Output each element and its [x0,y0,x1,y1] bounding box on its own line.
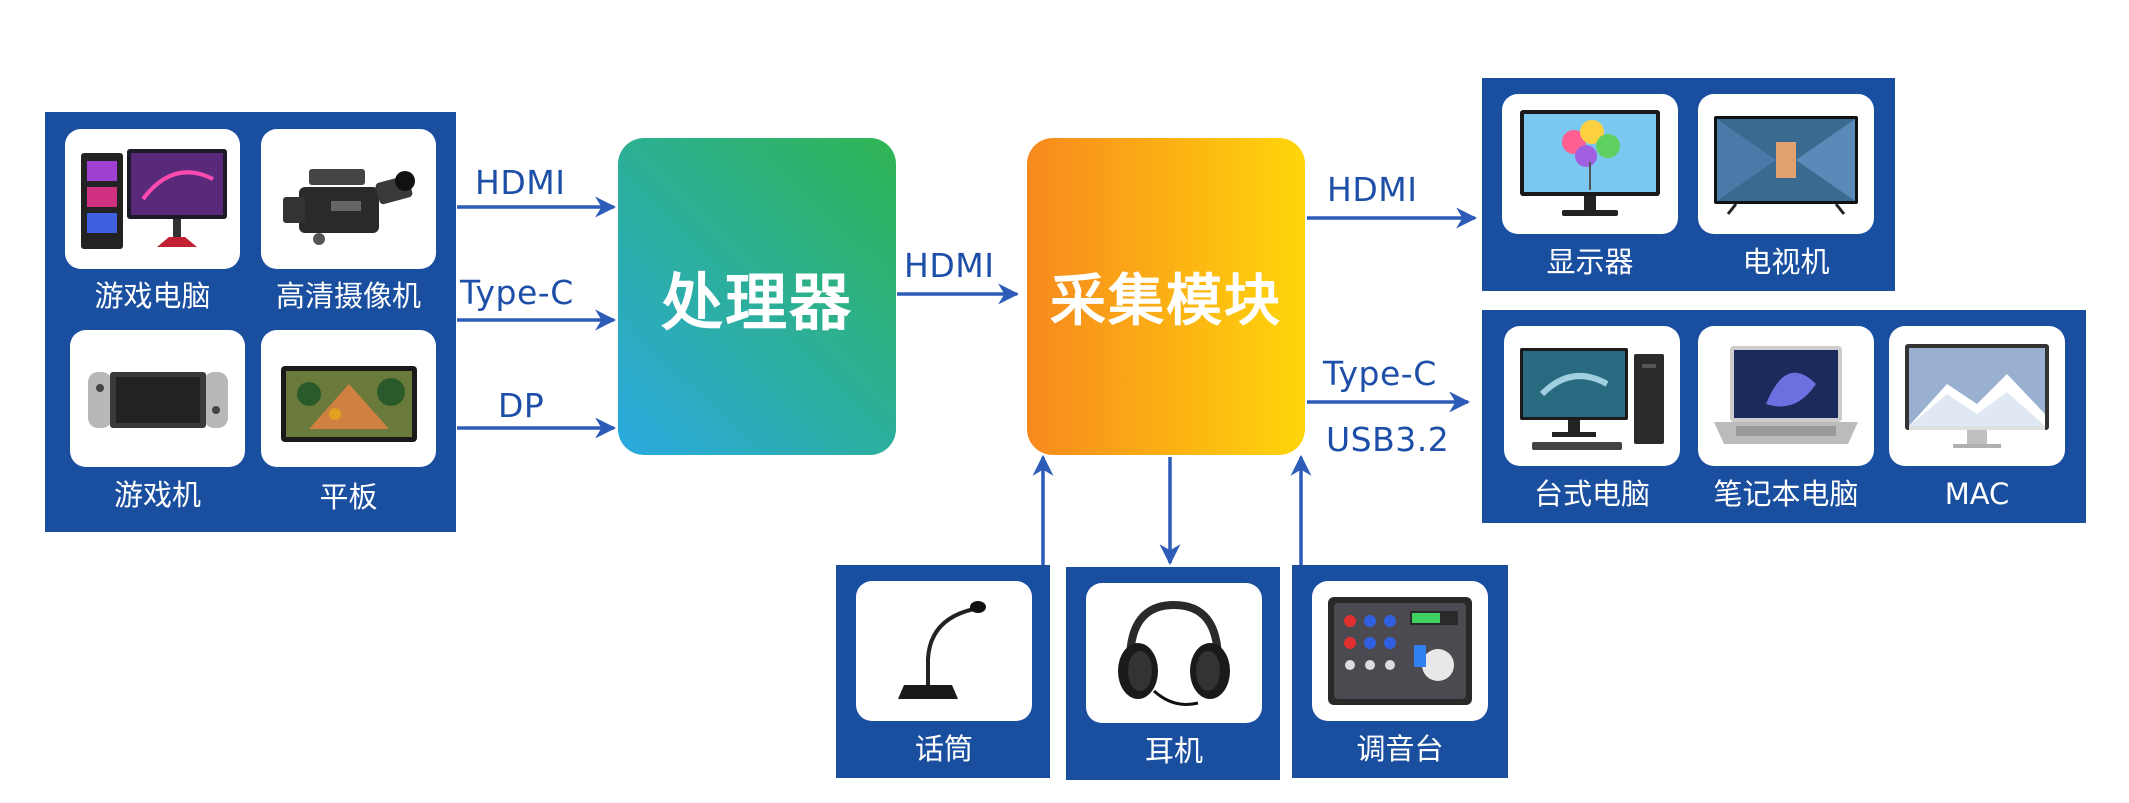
label-laptop: 笔记本电脑 [1713,477,1859,511]
label-in-hdmi: HDMI [475,163,566,202]
laptop-icon [1714,346,1858,444]
card-headphones [1086,583,1262,723]
card-imac [1889,326,2065,466]
camcorder-icon [282,169,415,245]
label-game-console: 游戏机 [113,478,201,512]
label-in-dp: DP [498,386,545,425]
capture-module-box: 采集模块 [1027,138,1305,455]
headphones-panel: 耳机 [1066,567,1280,780]
computer-devices-panel: 台式电脑 笔记本电脑 MAC [1482,310,2086,523]
microphone-icon [898,601,986,699]
label-camcorder: 高清摄像机 [275,279,421,313]
imac-icon [1905,344,2049,448]
card-tablet [261,330,436,467]
card-gaming-pc [65,129,240,269]
label-in-typec: Type-C [460,273,574,312]
label-monitor: 显示器 [1546,245,1634,279]
mixer-icon [1328,597,1472,705]
desktop-computer-icon [1520,348,1664,450]
tv-icon [1714,116,1858,215]
capture-module-label: 采集模块 [1050,269,1282,334]
card-microphone [856,581,1032,721]
label-microphone: 话筒 [914,732,973,766]
tablet-icon [280,365,417,442]
label-gaming-pc: 游戏电脑 [94,279,211,313]
card-game-console [70,330,245,467]
card-desktop-computer [1504,326,1680,466]
label-out-usb: USB3.2 [1326,420,1450,459]
card-laptop [1698,326,1874,466]
card-monitor [1502,94,1678,234]
processor-box: 处理器 [618,138,896,455]
input-devices-panel: 游戏电脑 高清摄像机 游戏机 平板 [45,112,456,532]
label-out-hdmi: HDMI [1327,170,1418,209]
headphones-icon [1118,600,1230,706]
label-mixer: 调音台 [1356,732,1444,766]
gaming-pc-icon [80,149,227,249]
microphone-panel: 话筒 [836,565,1050,778]
label-mid-hdmi: HDMI [904,246,995,285]
label-tablet: 平板 [319,480,378,514]
card-mixer [1312,581,1488,721]
label-tv: 电视机 [1742,245,1830,279]
card-tv [1698,94,1874,234]
card-camcorder [261,129,436,269]
game-console-icon [87,371,228,428]
display-devices-panel: 显示器 电视机 [1482,78,1895,291]
mixer-panel: 调音台 [1292,565,1508,778]
monitor-icon [1520,110,1660,216]
label-headphones: 耳机 [1144,734,1203,768]
label-desktop-computer: 台式电脑 [1533,477,1650,511]
processor-label: 处理器 [660,265,853,339]
label-imac: MAC [1944,477,2010,511]
label-out-typec: Type-C [1323,354,1437,393]
